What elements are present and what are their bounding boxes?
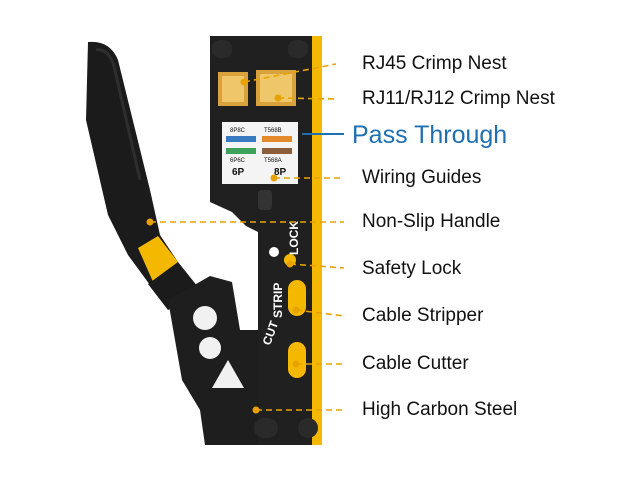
marking-8p: 8P	[274, 167, 287, 178]
callout-safety-lock: Safety Lock	[362, 258, 462, 279]
rj45-crimp-nest	[218, 72, 248, 106]
marking-strip: STRIP	[271, 283, 285, 318]
callout-non-slip-handle: Non-Slip Handle	[362, 211, 501, 232]
cable-stripper: STRIP	[271, 280, 306, 318]
caution-triangle-icon	[212, 360, 244, 388]
non-slip-handle	[86, 41, 202, 310]
marking-t568a: T568A	[264, 158, 282, 164]
wiring-guides: 6P 8P 6P6C T568A T568B 8P8C	[222, 122, 298, 184]
cut-warning-icon	[193, 306, 217, 330]
marking-6p6c: 6P6C	[230, 158, 246, 164]
release-switch	[258, 190, 272, 210]
lower-jaw	[168, 276, 258, 445]
callout-wiring-guides: Wiring Guides	[362, 167, 482, 188]
callout-high-carbon-steel: High Carbon Steel	[362, 399, 518, 420]
leader-lines	[150, 63, 345, 411]
callout-cable-stripper: Cable Stripper	[362, 305, 484, 326]
marking-6p: 6P	[232, 167, 245, 178]
marking-t568b: T568B	[264, 128, 282, 134]
callout-rj11-rj12-crimp-nest: RJ11/RJ12 Crimp Nest	[362, 88, 555, 109]
no-hand-icon	[199, 337, 221, 359]
leader-dots	[146, 78, 300, 414]
marking-lock: LOCK	[287, 221, 301, 255]
callout-pass-through: Pass Through	[352, 121, 508, 149]
marking-8p8c: 8P8C	[230, 128, 246, 134]
callout-cable-cutter: Cable Cutter	[362, 353, 469, 374]
callout-rj45-crimp-nest: RJ45 Crimp Nest	[362, 53, 507, 74]
